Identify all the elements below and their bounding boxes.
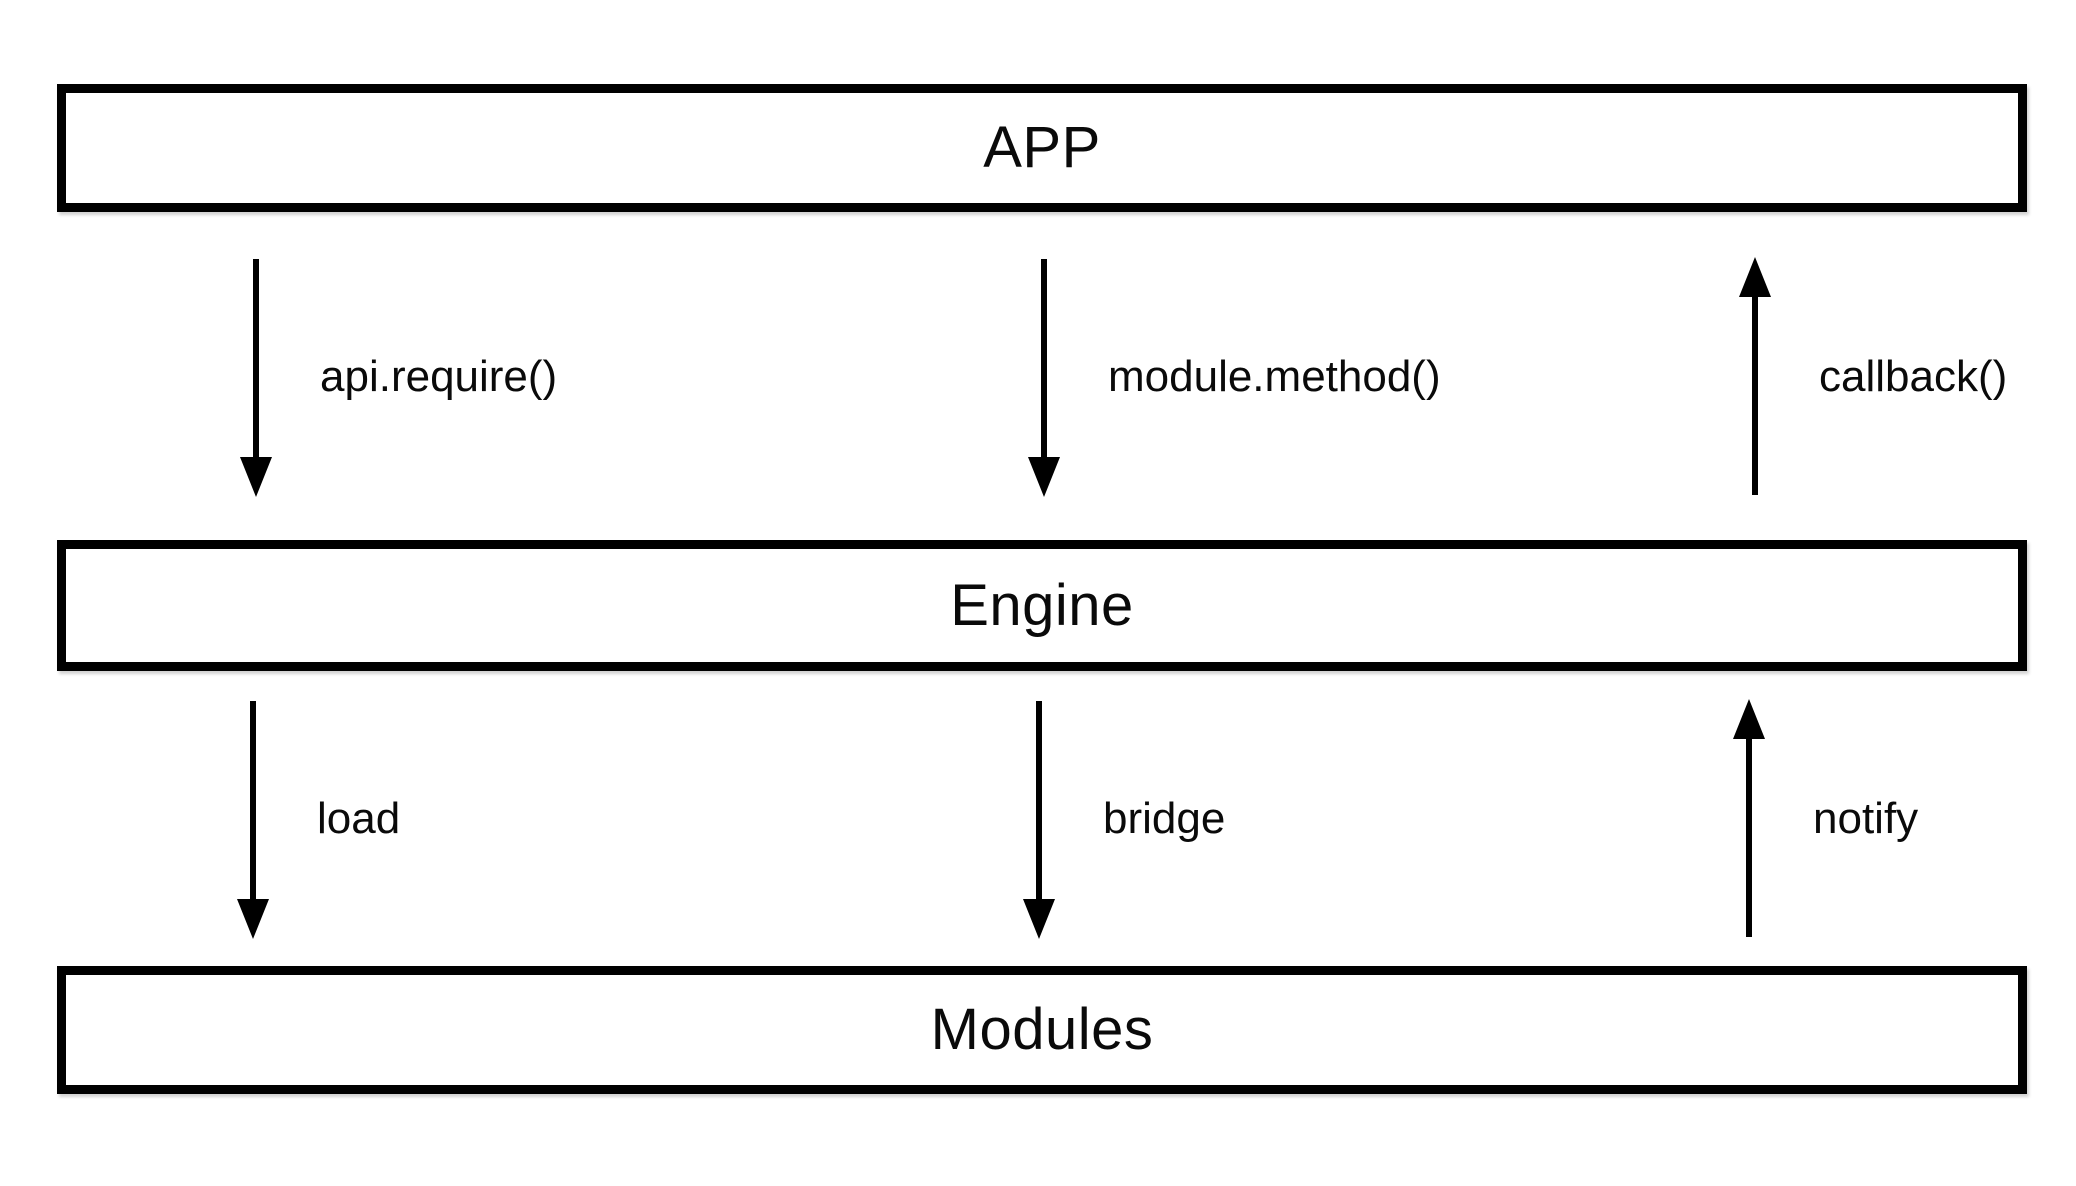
arrow-down-icon (1019, 699, 1059, 939)
connection-api-require: api.require() (236, 257, 557, 497)
connection-load: load (233, 699, 400, 939)
connection-label: notify (1813, 794, 1919, 843)
box-engine: Engine (57, 540, 2027, 671)
arrow-up-icon (1735, 257, 1775, 497)
connection-label: module.method() (1108, 352, 1441, 401)
connection-module-method: module.method() (1024, 257, 1441, 497)
arrow-down-icon (1024, 257, 1064, 497)
box-engine-label: Engine (950, 572, 1134, 638)
connection-notify: notify (1729, 699, 1918, 939)
box-app: APP (57, 84, 2027, 212)
arrow-down-icon (233, 699, 273, 939)
connection-label: callback() (1819, 352, 2008, 401)
connection-label: api.require() (320, 352, 558, 401)
arrow-up-icon (1729, 699, 1769, 939)
box-modules-label: Modules (930, 997, 1154, 1062)
connection-label: load (317, 794, 401, 843)
box-app-label: APP (983, 115, 1101, 180)
box-modules: Modules (57, 966, 2027, 1094)
arrow-down-icon (236, 257, 276, 497)
connection-callback: callback() (1735, 257, 2007, 497)
connection-label: bridge (1103, 794, 1226, 843)
connection-bridge: bridge (1019, 699, 1225, 939)
